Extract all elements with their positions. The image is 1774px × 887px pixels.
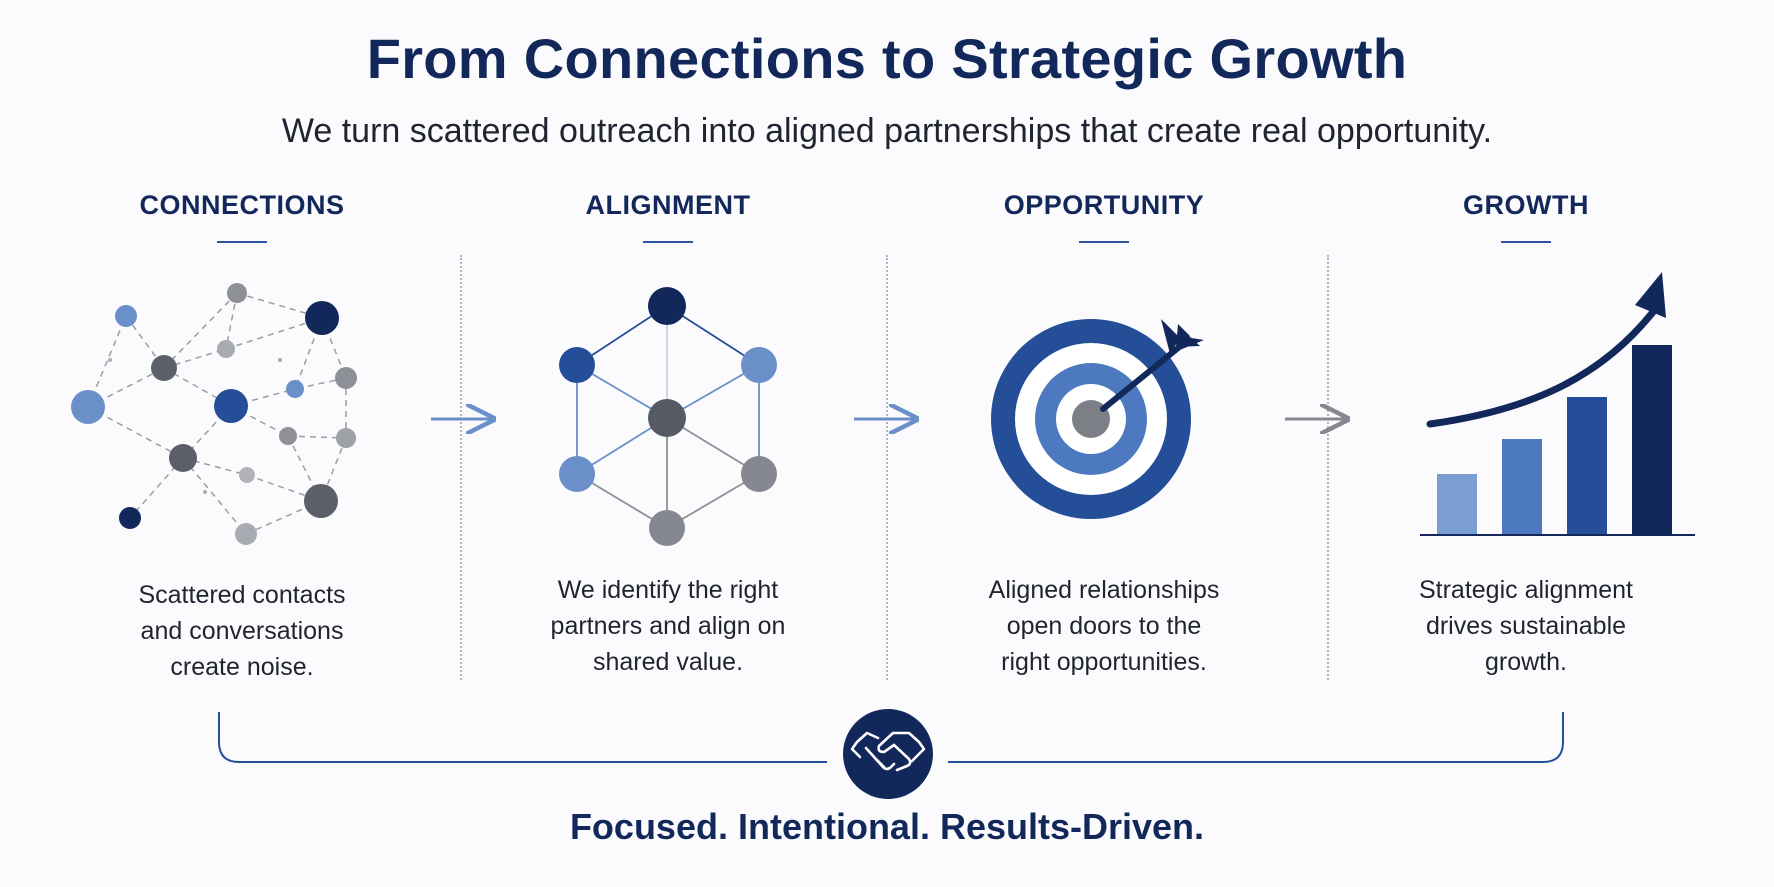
stage-rule [643, 241, 693, 243]
stage-description-connections: Scattered contacts and conversations cre… [92, 577, 392, 685]
page-title: From Connections to Strategic Growth [366, 27, 1408, 90]
bottom-bracket-left [218, 712, 827, 763]
stage-description-growth: Strategic alignment drives sustainable g… [1376, 572, 1676, 680]
description-line: create noise. [170, 653, 314, 681]
description-line: shared value. [592, 648, 744, 676]
description-line: open doors to the [1006, 612, 1202, 640]
growth-chart-icon [1420, 272, 1695, 536]
stage-rule [217, 241, 267, 243]
stage-alignment: ALIGNMENT [518, 190, 818, 243]
description-line: We identify the right [557, 576, 779, 604]
handshake-icon [843, 709, 933, 799]
scattered-network-icon [71, 283, 357, 545]
page-subtitle: We turn scattered outreach into aligned … [281, 112, 1493, 150]
stage-rule [1079, 241, 1129, 243]
stage-title-growth: GROWTH [1463, 190, 1589, 220]
description-line: drives sustainable [1425, 612, 1627, 640]
stage-rule [1501, 241, 1551, 243]
stage-growth: GROWTH [1376, 190, 1676, 243]
stage-title-connections: CONNECTIONS [139, 190, 345, 220]
description-line: partners and align on [550, 612, 786, 640]
aligned-network-icon [559, 287, 777, 546]
tagline: Focused. Intentional. Results-Driven. [569, 806, 1205, 847]
description-line: and conversations [140, 617, 344, 645]
stage-title-alignment: ALIGNMENT [585, 190, 751, 220]
stage-divider [886, 255, 888, 680]
stage-connections: CONNECTIONS [92, 190, 392, 243]
stage-divider [1327, 255, 1329, 680]
bottom-bracket-right [948, 712, 1564, 763]
target-arrow-icon [991, 319, 1204, 519]
stage-description-opportunity: Aligned relationships open doors to the … [954, 572, 1254, 680]
description-line: right opportunities. [1001, 648, 1207, 676]
stage-title-opportunity: OPPORTUNITY [1003, 190, 1205, 220]
description-line: growth. [1485, 648, 1567, 676]
description-line: Scattered contacts [138, 581, 346, 609]
stage-opportunity: OPPORTUNITY [954, 190, 1254, 243]
description-line: Aligned relationships [988, 576, 1220, 604]
stage-divider [460, 255, 462, 680]
description-line: Strategic alignment [1418, 576, 1633, 604]
stage-description-alignment: We identify the right partners and align… [518, 572, 818, 680]
